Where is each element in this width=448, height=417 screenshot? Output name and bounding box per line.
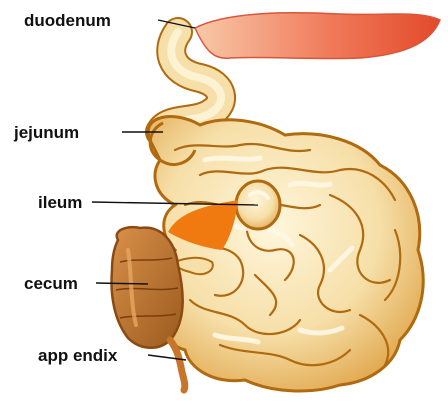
label-ileum: ileum [38, 194, 82, 211]
label-duodenum: duodenum [24, 12, 111, 29]
cecum-shape [112, 227, 183, 348]
leader-cecum [96, 283, 148, 284]
label-jejunum: jejunum [14, 124, 79, 141]
label-appendix: app endix [38, 347, 117, 364]
label-cecum: cecum [24, 275, 78, 292]
duodenum-shape [195, 13, 440, 59]
